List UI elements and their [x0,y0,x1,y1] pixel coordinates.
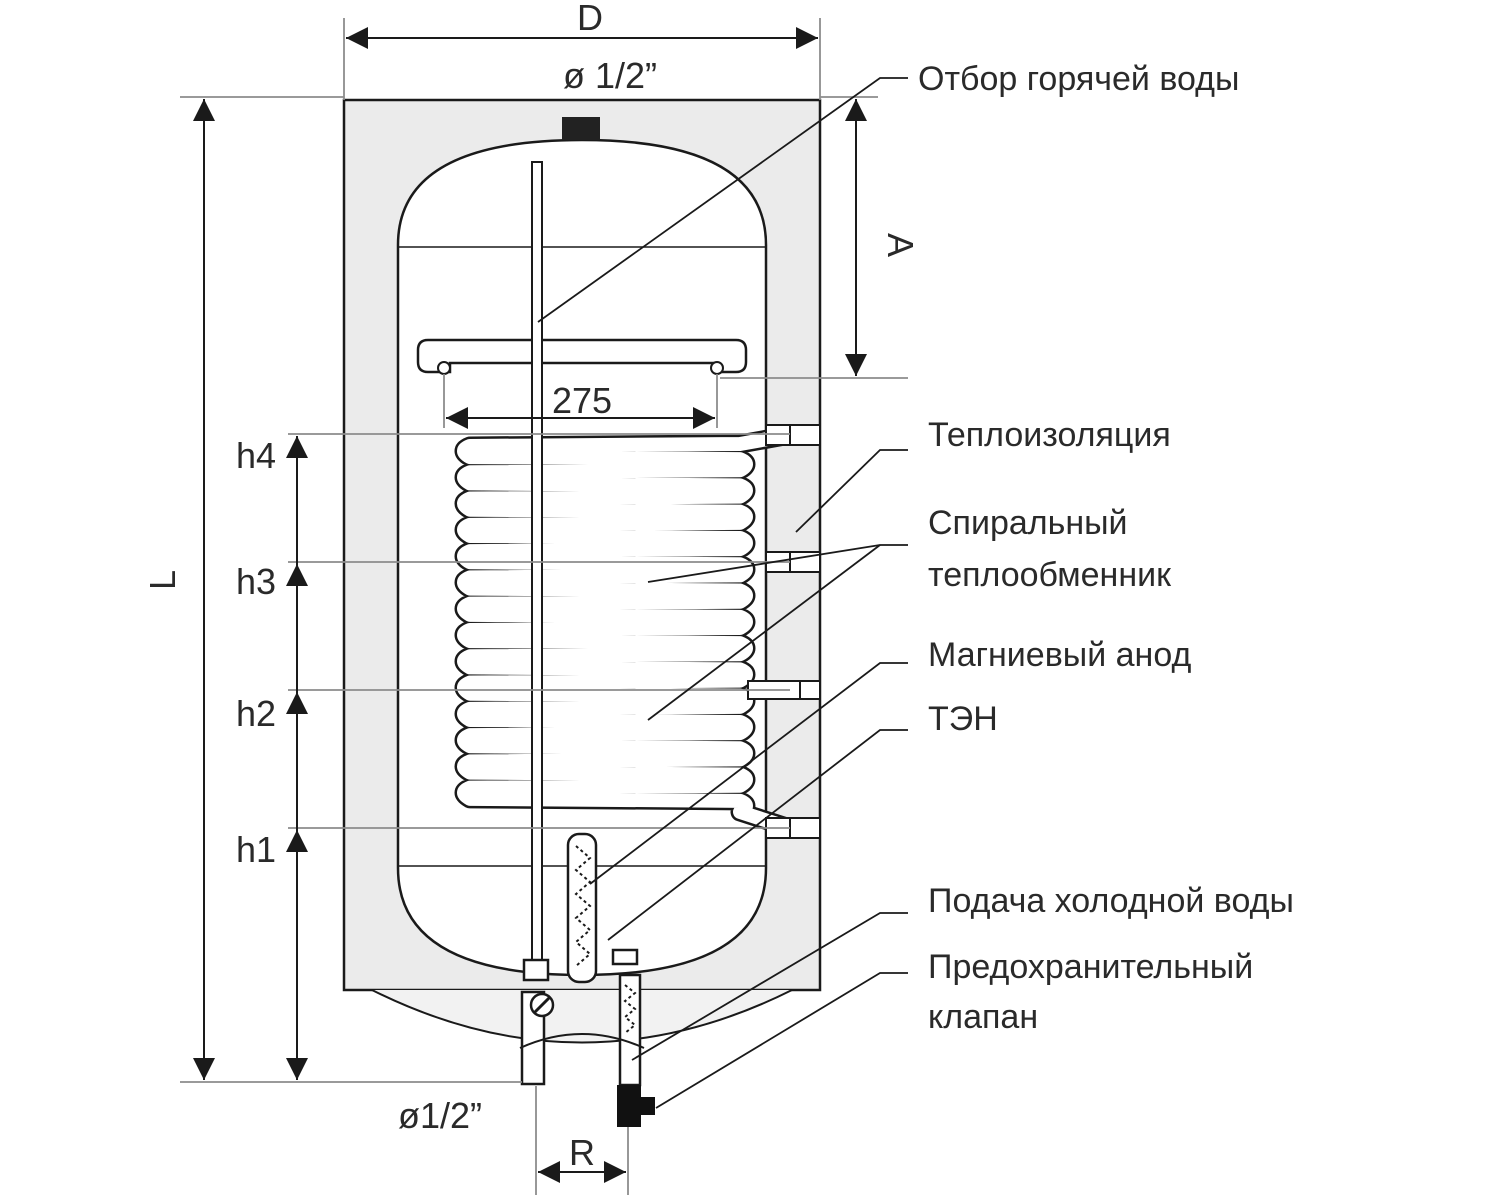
label-top-fitting: ø 1/2” [563,55,657,96]
label-275: 275 [552,380,612,421]
callout-valve-line2: клапан [928,998,1038,1036]
safety-valve [617,1085,641,1127]
callout-spiral-line2: теплообменник [928,556,1172,594]
heating-element [566,832,598,984]
callout-magnesium-anode: Магниевый анод [928,636,1191,674]
callout-valve-line1: Предохранительный [928,948,1253,986]
label-h4: h4 [236,435,276,476]
label-L: L [142,570,183,590]
leader-spiral-2 [647,544,881,721]
cold-inlet-pipe [618,973,642,1087]
leader-hot-water [537,77,908,323]
leader-lines [537,77,908,1109]
anode-base [522,958,550,982]
extension-lines [180,18,908,1195]
label-R: R [569,1132,595,1173]
callout-spiral-line1: Спиральный [928,504,1128,542]
label-h1: h1 [236,829,276,870]
bracket-hole-left [437,361,451,375]
bottom-pipework [519,948,645,1087]
label-D: D [577,0,603,38]
safety-valve-handle [641,1097,655,1115]
dimension-lines [193,27,867,1183]
top-fitting [562,117,600,140]
leader-insulation [795,449,908,533]
leader-anode [589,662,908,885]
heating-element-winding [574,845,592,967]
cold-inlet-cap [611,948,639,966]
label-A: A [880,233,921,257]
leader-heating [607,729,908,941]
callout-cold-water-inlet: Подача холодной воды [928,882,1294,920]
bracket-hole-right [710,361,724,375]
leader-cold-water [631,912,908,1061]
label-bottom-fitting: ø1/2” [398,1095,482,1136]
callout-hot-water-outlet: Отбор горячей воды [918,60,1239,98]
label-h2: h2 [236,693,276,734]
leader-valve [655,972,908,1109]
callout-heating-element: ТЭН [928,700,998,738]
label-h3: h3 [236,561,276,602]
spiral-heat-exchanger-inner [457,428,797,835]
callout-insulation: Теплоизоляция [928,416,1171,454]
bottom-dome [371,989,793,1044]
magnesium-anode [531,161,543,969]
connection-h4 [765,424,821,446]
